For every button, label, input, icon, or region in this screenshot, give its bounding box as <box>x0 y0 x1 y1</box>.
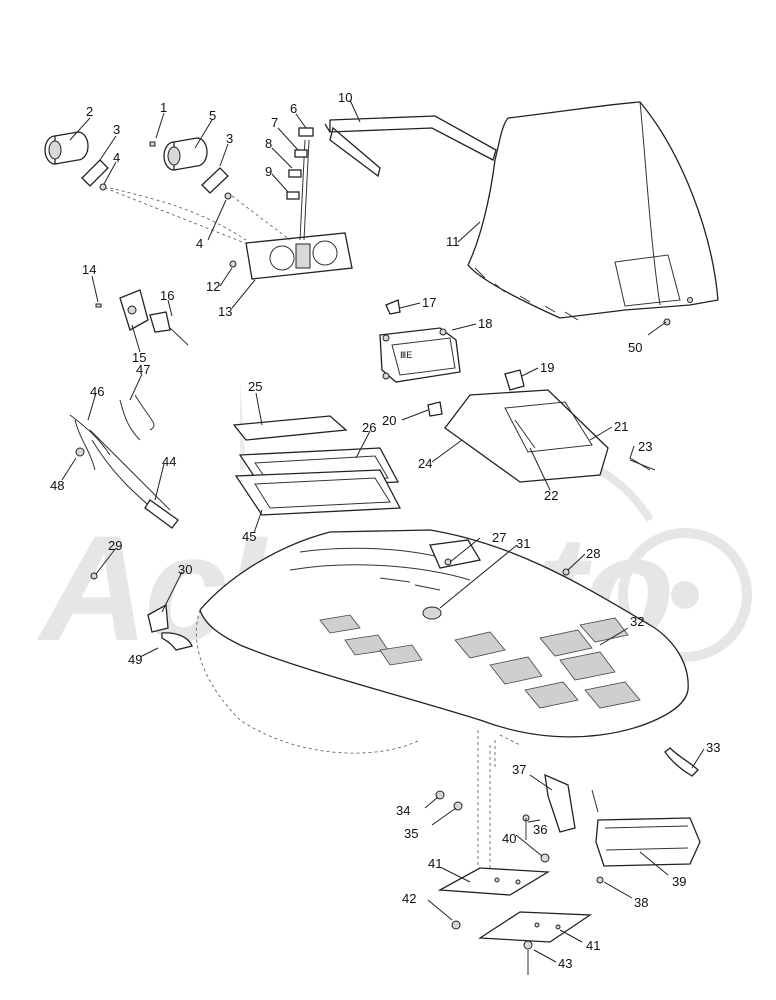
callout-13: 13 <box>218 304 232 319</box>
callout-38: 38 <box>634 895 648 910</box>
callout-23: 23 <box>638 439 652 454</box>
callout-39: 39 <box>672 874 686 889</box>
callout-24: 24 <box>418 456 432 471</box>
callout-5: 5 <box>209 108 216 123</box>
callout-44: 44 <box>162 454 176 469</box>
callout-3a: 3 <box>113 122 120 137</box>
callout-15: 15 <box>132 350 146 365</box>
callout-6: 6 <box>290 101 297 116</box>
callout-37: 37 <box>512 762 526 777</box>
callout-17: 17 <box>422 295 436 310</box>
callout-26: 26 <box>362 420 376 435</box>
hood-console <box>427 369 656 483</box>
callout-40: 40 <box>502 831 516 846</box>
callout-31: 31 <box>516 536 530 551</box>
gauge-left <box>44 131 109 191</box>
callout-19: 19 <box>540 360 554 375</box>
leader-lines <box>61 99 705 963</box>
callout-20: 20 <box>382 413 396 428</box>
callout-33: 33 <box>706 740 720 755</box>
callout-10: 10 <box>338 90 352 105</box>
callout-16: 16 <box>160 288 174 303</box>
callout-30: 30 <box>178 562 192 577</box>
callout-42: 42 <box>402 891 416 906</box>
seal-25 <box>232 415 348 441</box>
callout-32: 32 <box>630 614 644 629</box>
callout-36: 36 <box>533 822 547 837</box>
callout-9: 9 <box>265 164 272 179</box>
callout-12: 12 <box>206 279 220 294</box>
callout-4b: 4 <box>196 236 203 251</box>
callout-21: 21 <box>614 419 628 434</box>
callout-1: 1 <box>160 100 167 115</box>
hood <box>196 529 689 770</box>
callout-3b: 3 <box>226 131 233 146</box>
latch-assembly <box>522 747 701 884</box>
callout-11: 11 <box>446 234 460 249</box>
callout-50: 50 <box>628 340 642 355</box>
callout-8: 8 <box>265 136 272 151</box>
callout-41b: 41 <box>586 938 600 953</box>
svg-text:ⅢE: ⅢE <box>400 350 412 360</box>
callout-45: 45 <box>242 529 256 544</box>
callout-28: 28 <box>586 546 600 561</box>
gauge-right <box>149 137 232 200</box>
callout-48: 48 <box>50 478 64 493</box>
hinge-left <box>90 572 193 651</box>
dash-panel <box>229 127 353 280</box>
brackets-41 <box>435 730 592 975</box>
callout-2: 2 <box>86 104 93 119</box>
windshield <box>467 101 719 326</box>
callout-47: 47 <box>136 362 150 377</box>
callout-18: 18 <box>478 316 492 331</box>
callout-43: 43 <box>558 956 572 971</box>
strap <box>324 115 497 178</box>
callout-34: 34 <box>396 803 410 818</box>
callout-41a: 41 <box>428 856 442 871</box>
callout-49: 49 <box>128 652 142 667</box>
callout-29: 29 <box>108 538 122 553</box>
callout-27: 27 <box>492 530 506 545</box>
callout-25: 25 <box>248 379 262 394</box>
callout-22: 22 <box>544 488 558 503</box>
wiring-harness <box>69 394 179 529</box>
callout-46: 46 <box>90 384 104 399</box>
switch-assembly <box>95 289 189 346</box>
callout-4a: 4 <box>113 150 120 165</box>
callout-7: 7 <box>271 115 278 130</box>
callout-14: 14 <box>82 262 96 277</box>
callout-35: 35 <box>404 826 418 841</box>
headlight-bracket: ⅢE <box>379 299 461 383</box>
callout-labels: 1 2 3 3 4 4 5 6 7 8 9 10 11 12 13 14 15 … <box>50 90 720 971</box>
